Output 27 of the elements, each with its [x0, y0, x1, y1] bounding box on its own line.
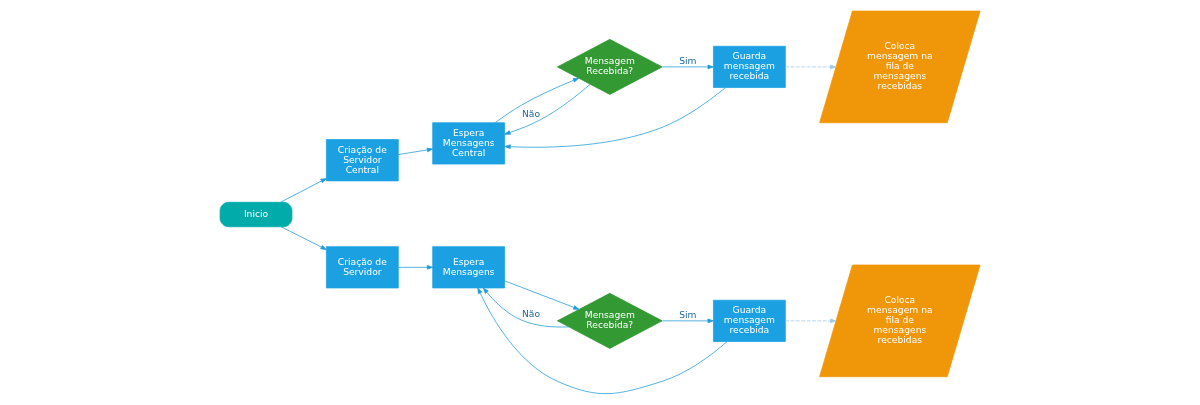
- arrow: [662, 318, 714, 324]
- arrow: [504, 280, 580, 310]
- edge-label: Não: [521, 108, 541, 120]
- arrow: [785, 318, 837, 324]
- edge-label: Não: [521, 308, 541, 320]
- arrow: [280, 178, 327, 203]
- node-box: Inicio: [219, 201, 293, 228]
- node-box: Guarda mensagem recebida: [713, 299, 786, 342]
- node-box: Guarda mensagem recebida: [713, 45, 786, 88]
- node-box: Espera Mensagens Central: [432, 122, 505, 165]
- node-diamond: Mensagem Recebida?: [557, 39, 663, 95]
- node-diamond: Mensagem Recebida?: [557, 292, 663, 349]
- node-box: Criação de Servidor Central: [326, 139, 399, 182]
- arrow: [397, 265, 433, 270]
- arrow: [397, 147, 433, 155]
- node-box: Espera Mensagens: [432, 246, 505, 289]
- edge-label: Sim: [679, 309, 697, 321]
- arrow: [504, 87, 726, 149]
- arrow: [785, 64, 837, 70]
- arrow: [662, 64, 714, 70]
- arrow: [483, 287, 570, 328]
- arrow: [280, 226, 327, 250]
- arrow: [477, 287, 728, 394]
- node-box: Criação de Servidor: [326, 246, 399, 289]
- arrow: [495, 77, 579, 123]
- arrow: [504, 83, 591, 135]
- edge-label: Sim: [679, 55, 697, 67]
